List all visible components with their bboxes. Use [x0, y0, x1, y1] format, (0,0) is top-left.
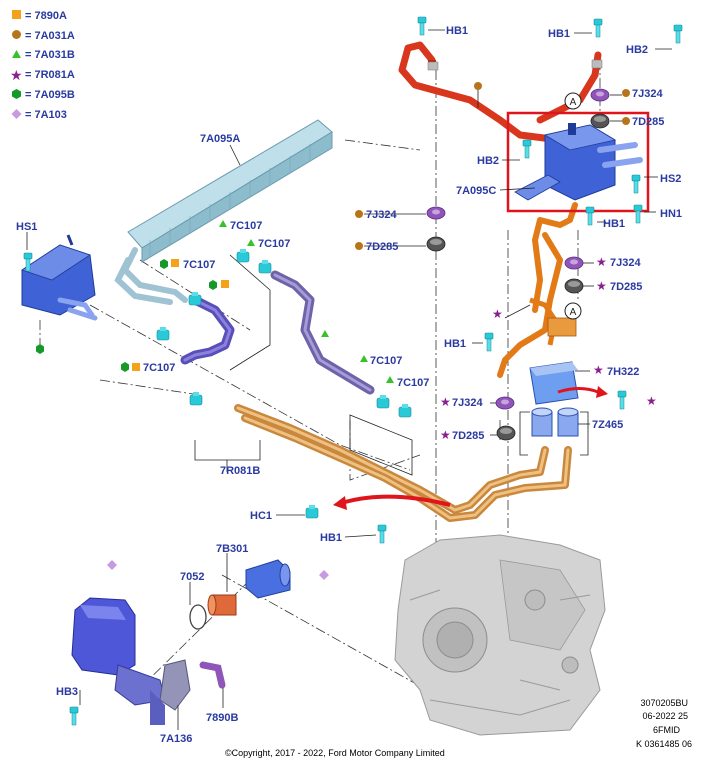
label-hb2-mid: HB2	[477, 155, 499, 167]
legend-hexagon-symbol	[12, 89, 21, 99]
aux-pump-assembly	[71, 597, 166, 725]
legend-text: = 7A031B	[25, 49, 75, 61]
callout-a-top: A	[564, 92, 582, 110]
svg-text:★: ★	[440, 428, 451, 442]
transmission-assembly	[394, 534, 606, 736]
footer: ©Copyright, 2017 - 2022, Ford Motor Comp…	[225, 698, 692, 758]
svg-text:A: A	[570, 307, 577, 318]
legend-star-symbol: ★	[10, 68, 23, 84]
legend-circle-symbol	[12, 30, 21, 39]
label-7c107-f: 7C107	[397, 377, 429, 389]
pump-bracket-7a136	[159, 659, 191, 711]
svg-text:★: ★	[440, 395, 451, 409]
label-hn1: HN1	[660, 208, 682, 220]
legend-square-symbol	[12, 10, 21, 19]
reference-code-2: 06-2022 25	[642, 711, 688, 721]
label-7d285-pump: 7D285	[610, 281, 642, 293]
label-hb1-low: HB1	[320, 532, 342, 544]
label-hb3: HB3	[56, 686, 78, 698]
legend-text: = 7A095B	[25, 89, 75, 101]
pump-motor-7b301	[207, 559, 291, 616]
legend-text: = 7A031A	[25, 30, 75, 42]
label-7052: 7052	[180, 571, 204, 583]
label-7h322: 7H322	[607, 366, 639, 378]
label-7c107-a: 7C107	[230, 220, 262, 232]
label-7j324-pump: 7J324	[610, 257, 641, 269]
legend-text: = 7A103	[25, 109, 67, 121]
thermostat-7h322	[529, 361, 579, 405]
label-7a095a: 7A095A	[200, 133, 240, 145]
label-7b301: 7B301	[216, 543, 248, 555]
label-hb2-right: HB2	[626, 44, 648, 56]
part-symbols: ★ ★ ★ ★ ★ ★ ★	[36, 82, 657, 580]
label-hs1: HS1	[16, 221, 37, 233]
auxiliary-cooler-7a095a	[114, 119, 333, 305]
label-7c107-e: 7C107	[370, 355, 402, 367]
reference-code-4: K 0361485 06	[636, 739, 692, 749]
direction-arrows	[333, 386, 608, 510]
filter-7z465	[531, 407, 579, 437]
copyright-text: ©Copyright, 2017 - 2022, Ford Motor Comp…	[225, 748, 445, 758]
reference-code-3: 6FMID	[653, 725, 681, 735]
label-hb1-left: HB1	[444, 338, 466, 350]
label-hb1-cooler: HB1	[603, 218, 625, 230]
svg-text:★: ★	[492, 307, 503, 321]
svg-text:A: A	[570, 97, 577, 108]
label-7j324-bottom: 7J324	[452, 397, 483, 409]
transmission-fluid-tubes	[234, 404, 572, 522]
svg-text:★: ★	[596, 279, 607, 293]
lower-cooler-hose	[497, 202, 578, 378]
label-7d285-bottom: 7D285	[452, 430, 484, 442]
svg-text:★: ★	[596, 255, 607, 269]
upper-cooler-hose	[398, 41, 603, 144]
label-7890b: 7890B	[206, 712, 238, 724]
legend-diamond-symbol	[11, 109, 22, 119]
legend-text: = 7890A	[25, 10, 67, 22]
label-7c107-b: 7C107	[258, 238, 290, 250]
label-7r081b: 7R081B	[220, 465, 260, 477]
highlight-box	[506, 111, 650, 213]
label-7a136: 7A136	[160, 733, 192, 745]
label-7j324-right: 7J324	[632, 88, 663, 100]
svg-text:★: ★	[646, 394, 657, 408]
legend-triangle-symbol	[12, 50, 21, 58]
label-7d285-mid: 7D285	[366, 241, 398, 253]
legend-text: = 7R081A	[25, 69, 75, 81]
label-7d285-right: 7D285	[632, 116, 664, 128]
label-7c107-c: 7C107	[183, 259, 215, 271]
reference-code-1: 3070205BU	[640, 698, 688, 708]
legend: = 7890A = 7A031A = 7A031B ★ = 7R081A = 7…	[10, 10, 75, 121]
part-labels: HB1 HB1 HB2 7J324 7D285 HB2 7A095C HS2 H…	[16, 25, 682, 745]
o-ring-7052	[189, 604, 207, 630]
label-7z465: 7Z465	[592, 419, 623, 431]
svg-text:★: ★	[593, 363, 604, 377]
group-brackets	[194, 254, 589, 476]
callout-a-mid: A	[564, 302, 582, 320]
label-7c107-d: 7C107	[143, 362, 175, 374]
leader-lines	[26, 29, 672, 730]
oil-cooler-7a095c	[514, 123, 643, 201]
label-hs2: HS2	[660, 173, 681, 185]
label-hb1-right: HB1	[548, 28, 570, 40]
label-7a095c: 7A095C	[456, 185, 496, 197]
label-7j324-mid: 7J324	[366, 209, 397, 221]
label-hb1-top: HB1	[446, 25, 468, 37]
cooler-module-hs1	[21, 234, 98, 321]
label-hc1: HC1	[250, 510, 272, 522]
hose-7890b	[199, 661, 226, 689]
coolant-hoses-7c107	[180, 270, 375, 395]
